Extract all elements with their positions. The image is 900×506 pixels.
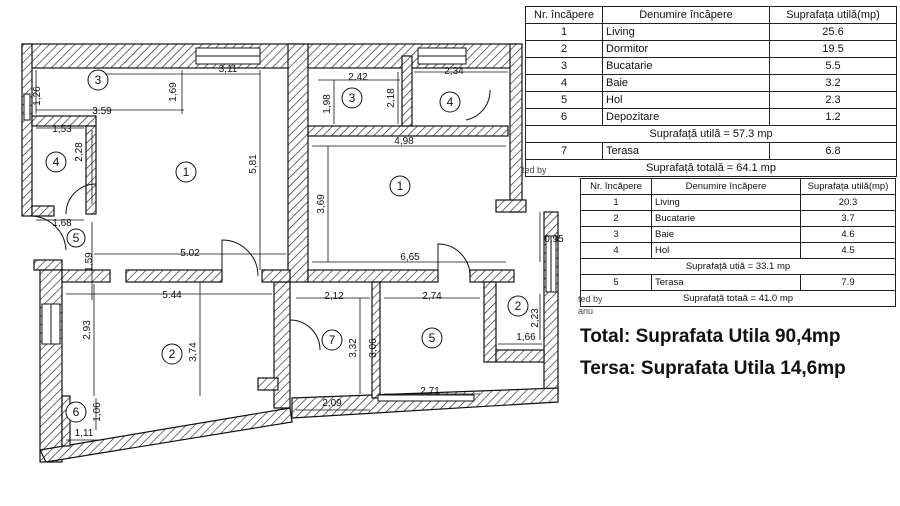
grand-total-row: Suprafață totaă = 41.0 mp [580, 290, 896, 307]
room-label-6-left: 6 [73, 405, 80, 419]
table-row: 1 Living 25.6 [525, 23, 897, 41]
svg-text:2,18: 2,18 [386, 88, 397, 108]
svg-text:2,71: 2,71 [420, 386, 440, 397]
useful-total-row: Suprafață utiă = 33.1 mp [580, 258, 896, 275]
grand-total-row: Suprafață totală = 64.1 mp [525, 159, 897, 177]
room-label-4-right: 4 [447, 95, 454, 109]
studio-area-table: Nr. încăpere Denumire încăpere Suprafața… [580, 178, 896, 307]
room-label-2-left: 2 [169, 347, 176, 361]
apartment-area-table: Nr. încăpere Denumire încăpere Suprafața… [525, 6, 897, 177]
svg-text:3,11: 3,11 [219, 64, 238, 75]
stamp-fragment: anu [578, 306, 594, 316]
header-room-number: Nr. încăpere [580, 178, 652, 195]
table-row: 1 Living 20.3 [580, 194, 896, 211]
header-room-number: Nr. încăpere [525, 6, 603, 24]
total-terrace-area: Tersa: Suprafata Utila 14,6mp [580, 358, 846, 379]
svg-text:3,32: 3,32 [348, 338, 359, 358]
outer-walls [21, 43, 559, 463]
terrace-row: 7 Terasa 6.8 [525, 142, 897, 160]
room-label-7-right: 7 [329, 333, 336, 347]
table-row: 2 Dormitor 19.5 [525, 40, 897, 58]
room-label-1-left: 1 [183, 165, 190, 179]
total-useful-area: Total: Suprafata Utila 90,4mp [580, 326, 841, 347]
header-useful-area: Suprafața utilă(mp) [769, 6, 897, 24]
svg-text:2,23: 2,23 [530, 308, 541, 328]
dimension-lines [35, 70, 542, 441]
svg-text:1,26: 1,26 [32, 86, 43, 106]
svg-text:2.42: 2.42 [348, 72, 368, 83]
svg-text:2,34: 2,34 [444, 66, 464, 77]
svg-text:2,74: 2,74 [422, 291, 442, 302]
door-swings [29, 89, 491, 351]
room-label-5-left: 5 [73, 231, 80, 245]
svg-text:1,66: 1,66 [516, 332, 536, 343]
room-labels-right: 1 3 4 2 7 5 [321, 87, 529, 351]
room-label-5-right: 5 [429, 331, 436, 345]
stamp-fragment: ted by [578, 294, 603, 304]
svg-text:3,69: 3,69 [316, 194, 327, 214]
terrace-row: 5 Terasa 7.9 [580, 274, 896, 291]
svg-text:1,98: 1,98 [322, 94, 333, 114]
svg-text:3.59: 3.59 [92, 106, 112, 117]
svg-text:4,98: 4,98 [394, 136, 414, 147]
table-row: 3 Bucatarie 5.5 [525, 57, 897, 75]
table-row: 4 Baie 3.2 [525, 74, 897, 92]
useful-total-row: Suprafață utilă = 57.3 mp [525, 125, 897, 143]
svg-text:5.02: 5.02 [180, 248, 200, 259]
svg-text:1,53: 1,53 [52, 124, 72, 135]
svg-text:5.44: 5.44 [162, 290, 182, 301]
table-row: 5 Hol 2.3 [525, 91, 897, 109]
header-room-name: Denumire încăpere [602, 6, 770, 24]
room-label-2-right: 2 [515, 299, 522, 313]
svg-text:6,65: 6,65 [400, 252, 420, 263]
svg-text:5,81: 5,81 [248, 154, 259, 174]
svg-text:1,68: 1,68 [52, 218, 72, 229]
header-room-name: Denumire încăpere [651, 178, 801, 195]
table-header-row: Nr. încăpere Denumire încăpere Suprafața… [580, 178, 896, 195]
svg-text:1,06: 1,06 [92, 402, 103, 422]
svg-text:2,93: 2,93 [82, 320, 93, 340]
svg-text:2,09: 2,09 [322, 398, 342, 409]
table-row: 6 Depozitare 1.2 [525, 108, 897, 126]
header-useful-area: Suprafața utilă(mp) [800, 178, 896, 195]
table-row: 3 Baie 4.6 [580, 226, 896, 243]
room-label-4-left: 4 [53, 155, 60, 169]
table-header-row: Nr. încăpere Denumire încăpere Suprafața… [525, 6, 897, 24]
svg-text:3,06: 3,06 [368, 338, 379, 358]
room-label-3-right: 3 [349, 91, 356, 105]
table-row: 2 Bucatarie 3.7 [580, 210, 896, 227]
svg-text:1,59: 1,59 [84, 252, 95, 272]
windows [23, 47, 557, 402]
svg-text:0,95: 0,95 [544, 234, 564, 245]
svg-text:1,69: 1,69 [168, 82, 179, 102]
svg-text:2,12: 2,12 [324, 291, 344, 302]
room-label-1-right: 1 [397, 179, 404, 193]
room-label-3-left: 3 [95, 73, 102, 87]
table-row: 4 Hol 4.5 [580, 242, 896, 259]
svg-text:2,28: 2,28 [74, 142, 85, 162]
dimension-labels: 3,11 1,69 1,26 3.59 1,53 2,28 1,68 1,59 … [32, 64, 564, 439]
room-labels-left: 3 1 4 5 2 6 [45, 69, 197, 423]
svg-text:3,74: 3,74 [188, 342, 199, 362]
svg-text:1,11: 1,11 [75, 428, 94, 439]
stamp-fragment: ted by [522, 165, 547, 175]
